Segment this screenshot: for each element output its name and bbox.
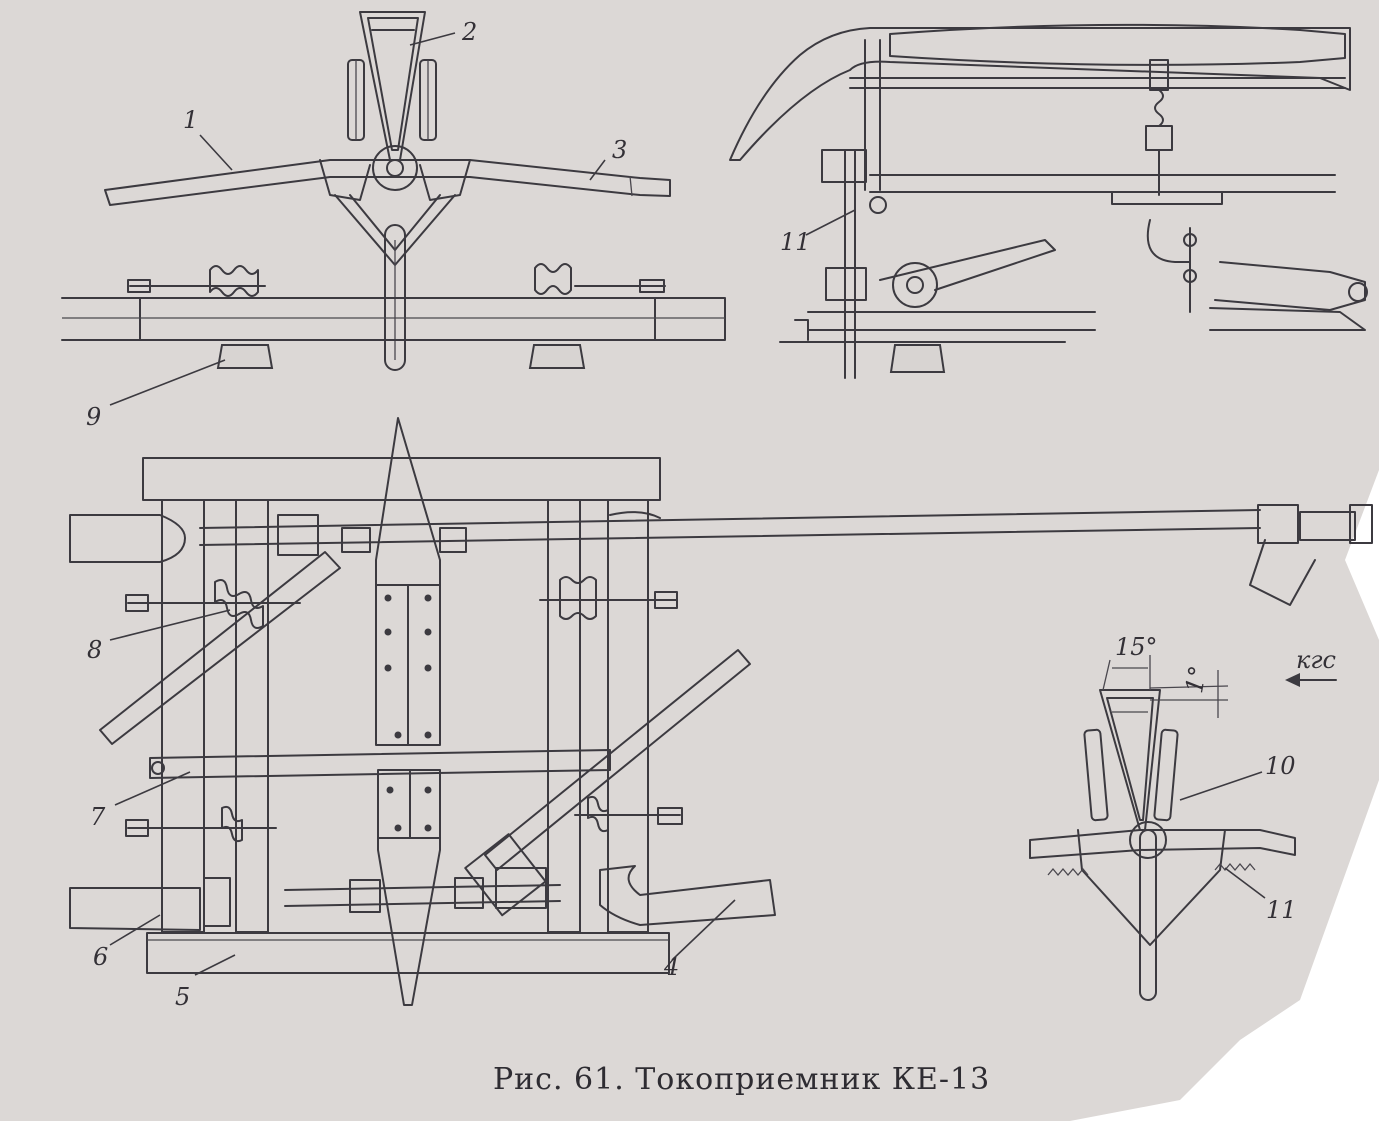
angle-slope-label: 1° — [1180, 664, 1212, 696]
plan-view — [69, 417, 1373, 1006]
callout-11-bottom: 11 — [1266, 896, 1297, 924]
callout-5: 5 — [175, 983, 190, 1011]
force-unit-label: кгс — [1296, 646, 1336, 674]
front-view-detail — [1029, 655, 1337, 1001]
callout-4: 4 — [663, 953, 679, 981]
callout-9: 9 — [86, 403, 101, 431]
callout-7: 7 — [90, 803, 106, 831]
side-view-collector — [61, 11, 726, 371]
callout-6: 6 — [93, 943, 108, 971]
callout-11-top: 11 — [780, 228, 811, 256]
callout-labels: 1 2 3 4 5 6 7 8 9 10 11 11 15° 1° кгс — [86, 18, 1336, 1011]
leader-lines — [109, 32, 1266, 976]
callout-3: 3 — [612, 136, 627, 164]
callout-1: 1 — [183, 106, 198, 134]
figure-caption: Рис. 61. Токоприемник КЕ-13 — [493, 1062, 991, 1097]
callout-2: 2 — [461, 18, 477, 46]
side-elevation — [729, 23, 1368, 379]
angle-tilt-label: 15° — [1115, 633, 1158, 661]
callout-8: 8 — [87, 636, 102, 664]
callout-10: 10 — [1265, 752, 1296, 780]
horn-rivets — [384, 594, 432, 832]
